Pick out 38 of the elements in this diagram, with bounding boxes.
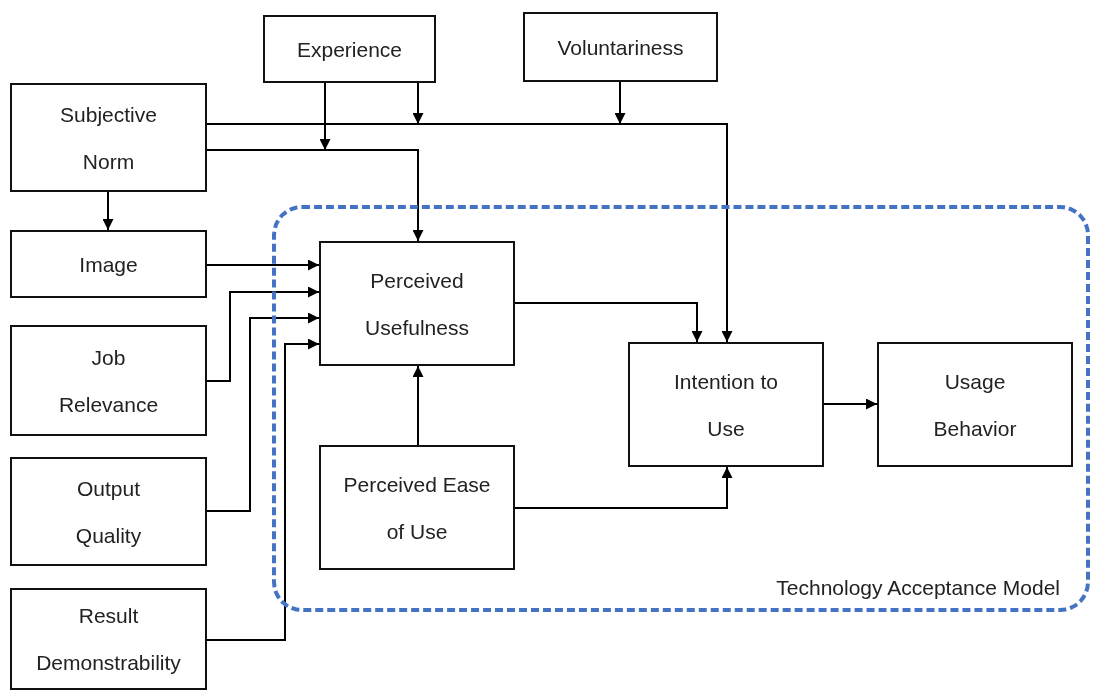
arrow: [514, 302, 703, 343]
arrow: [412, 365, 424, 446]
concept-box: [628, 342, 824, 467]
concept-box: [523, 12, 718, 82]
node-label: Job Relevance: [57, 344, 160, 418]
node-label: Perceived Ease of Use: [342, 471, 492, 545]
arrow: [614, 81, 626, 125]
arrow: [823, 398, 878, 410]
concept-box: [10, 83, 207, 192]
arrow: [206, 259, 320, 271]
concept-box: [10, 588, 207, 690]
arrow: [206, 312, 320, 512]
arrow: [206, 149, 424, 242]
node-label: Perceived Usefulness: [364, 267, 470, 341]
arrow: [514, 466, 733, 509]
concept-box: [877, 342, 1073, 467]
node-label: Experience: [296, 36, 403, 63]
node-label: Output Quality: [74, 475, 143, 549]
node-label: Intention to Use: [673, 368, 779, 442]
arrow: [102, 191, 114, 231]
concept-box: [263, 15, 436, 83]
arrow: [319, 82, 331, 151]
node-label: Usage Behavior: [932, 368, 1018, 442]
concept-box: [10, 325, 207, 436]
model-boundary: [272, 205, 1090, 612]
boundary-label: Technology Acceptance Model: [776, 576, 1060, 600]
node-label: Voluntariness: [557, 34, 684, 61]
arrow: [206, 123, 733, 343]
node-label: Result Demonstrability: [35, 603, 182, 676]
concept-box: [319, 445, 515, 570]
concept-box: [10, 457, 207, 566]
concept-box: [319, 241, 515, 366]
concept-box: [10, 230, 207, 298]
arrow: [206, 286, 320, 382]
node-label: Image: [79, 251, 138, 278]
node-label: Subjective Norm: [59, 101, 158, 175]
arrow: [412, 82, 424, 125]
arrow: [206, 338, 320, 641]
